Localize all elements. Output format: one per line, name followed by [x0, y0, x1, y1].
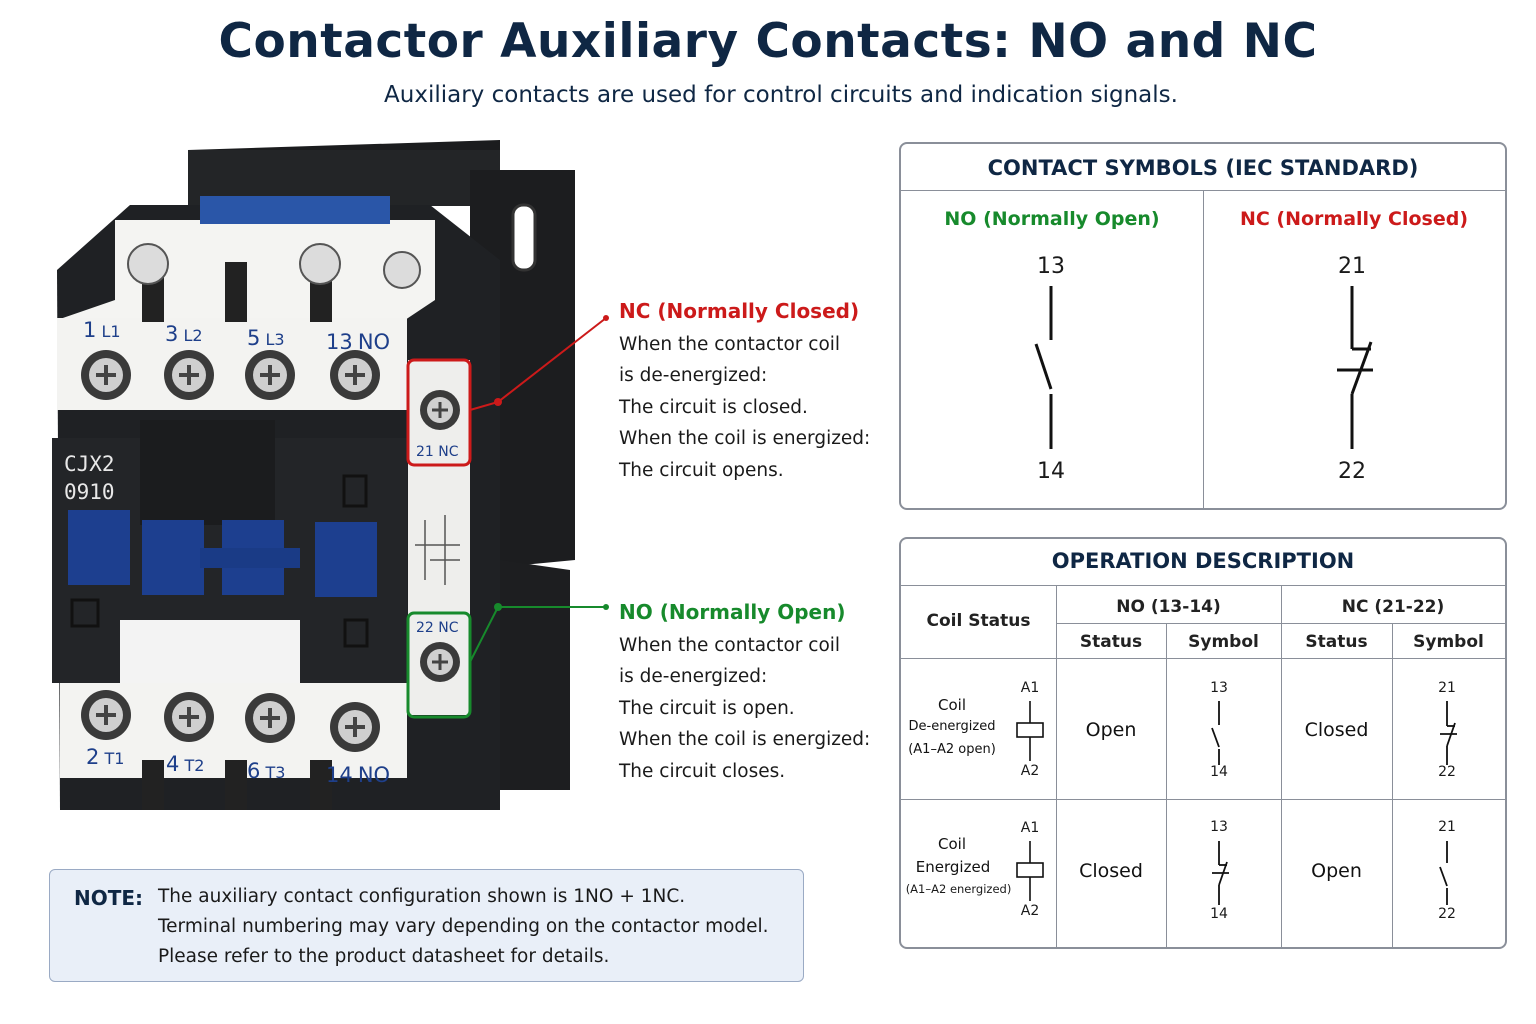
row2-nc-bottom: 22	[1438, 906, 1456, 922]
nc-callout-line: When the coil is energized:	[619, 428, 871, 450]
nc-symbol-header: Symbol	[1413, 632, 1484, 652]
symbols-no-heading: NO (Normally Open)	[944, 208, 1160, 230]
no-contact-symbol	[1034, 286, 1053, 449]
symbols-nc-heading: NC (Normally Closed)	[1239, 208, 1469, 230]
no-status-header: Status	[1079, 632, 1143, 652]
row1-a2: A2	[1020, 763, 1040, 779]
nc-status-header: Status	[1305, 632, 1368, 652]
note-label: NOTE:	[74, 886, 144, 910]
row1-coil-line3: (A1–A2 open)	[908, 742, 996, 757]
symbol-nc-top-number: 21	[1338, 254, 1366, 279]
nc-callout-line: The circuit opens.	[619, 459, 784, 481]
symbol-no-top-number: 13	[1037, 254, 1065, 279]
no-group-header: NO (13-14)	[1116, 597, 1221, 617]
terminal-label-3: 3 L2	[165, 322, 203, 346]
row2-no-status: Closed	[1079, 860, 1143, 882]
operation-table-symbols	[1016, 701, 1457, 905]
note-line: Please refer to the product datasheet fo…	[158, 946, 610, 967]
terminal-label-2: 2 T1	[86, 745, 125, 769]
coil-symbol-row2	[1016, 841, 1044, 901]
nc-contact-symbol	[1337, 286, 1373, 449]
contactor-illustration	[52, 140, 609, 810]
coil-symbol-row1	[1016, 701, 1044, 761]
nc-callout-heading: NC (Normally Closed)	[619, 299, 860, 323]
row2-nc-status: Open	[1311, 860, 1362, 882]
row1-no-status: Open	[1085, 719, 1137, 741]
terminal-label-14: 14 NO	[326, 763, 391, 787]
model-label: CJX2 0910	[64, 452, 115, 504]
terminal-label-1: 1 L1	[83, 318, 121, 342]
row1-nc-symbol	[1440, 701, 1457, 765]
note-line: Terminal numbering may vary depending on…	[158, 916, 769, 937]
operation-panel-title: OPERATION DESCRIPTION	[1051, 549, 1355, 573]
row2-coil-line1: Coil	[938, 835, 966, 853]
row2-coil-line3: (A1–A2 energized)	[905, 882, 1012, 896]
contact-symbols-panel: CONTACT SYMBOLS (IEC STANDARD) NO (Norma…	[899, 142, 1507, 510]
no-symbol-header: Symbol	[1188, 632, 1259, 652]
iec-contact-symbols	[1034, 286, 1373, 449]
nc-callout-line: When the contactor coil	[619, 334, 841, 355]
row2-no-bottom: 14	[1210, 906, 1228, 922]
aux-terminal-21-label: 21 NC	[416, 444, 459, 460]
terminal-label-13: 13 NO	[326, 330, 391, 354]
row2-a1: A1	[1020, 820, 1040, 836]
no-callout-heading: NO (Normally Open)	[619, 600, 846, 624]
nc-callout-line: The circuit is closed.	[619, 396, 808, 418]
row1-no-top: 13	[1210, 680, 1228, 696]
row2-a2: A2	[1020, 903, 1040, 919]
nc-terminal-highlight	[406, 358, 472, 467]
row1-no-symbol	[1211, 701, 1220, 765]
nc-group-header: NC (21-22)	[1341, 597, 1445, 617]
row1-coil-line1: Coil	[938, 696, 966, 714]
no-terminal-highlight	[406, 611, 472, 719]
symbols-panel-title: CONTACT SYMBOLS (IEC STANDARD)	[987, 156, 1419, 180]
no-callout: NO (Normally Open) When the contactor co…	[619, 600, 870, 787]
note-line: The auxiliary contact configuration show…	[158, 886, 686, 907]
no-callout-line: The circuit is open.	[619, 697, 795, 719]
page-title: Contactor Auxiliary Contacts: NO and NC	[218, 14, 1318, 69]
row1-nc-top: 21	[1438, 680, 1456, 696]
row2-coil-line2: Energized	[915, 858, 991, 876]
row1-coil-line2: De-energized	[908, 719, 996, 734]
row2-nc-top: 21	[1438, 819, 1456, 835]
no-callout-line: When the contactor coil	[619, 635, 841, 656]
symbol-nc-bottom-number: 22	[1338, 459, 1366, 484]
coil-status-header: Coil Status	[926, 611, 1031, 631]
no-callout-line: When the coil is energized:	[619, 729, 871, 751]
terminal-label-4: 4 T2	[166, 752, 205, 776]
no-callout-line: The circuit closes.	[619, 760, 786, 782]
terminal-label-5: 5 L3	[247, 326, 285, 350]
row1-nc-status: Closed	[1304, 719, 1369, 741]
terminal-label-6: 6 T3	[247, 759, 286, 783]
aux-terminal-22-label: 22 NC	[416, 620, 459, 636]
operation-panel: OPERATION DESCRIPTION Coil Status NO (13…	[899, 537, 1507, 949]
nc-callout: NC (Normally Closed) When the contactor …	[619, 299, 870, 486]
row1-no-bottom: 14	[1210, 764, 1228, 780]
row2-no-top: 13	[1210, 819, 1228, 835]
page-subtitle: Auxiliary contacts are used for control …	[384, 82, 1178, 108]
row2-nc-symbol	[1439, 841, 1448, 905]
symbol-no-bottom-number: 14	[1037, 459, 1065, 484]
no-callout-line: is de-energized:	[619, 666, 768, 688]
note-box: NOTE: The auxiliary contact configuratio…	[49, 869, 804, 982]
row2-no-symbol	[1212, 841, 1229, 905]
row1-nc-bottom: 22	[1438, 764, 1456, 780]
row1-a1: A1	[1020, 680, 1040, 696]
nc-callout-line: is de-energized:	[619, 365, 768, 387]
